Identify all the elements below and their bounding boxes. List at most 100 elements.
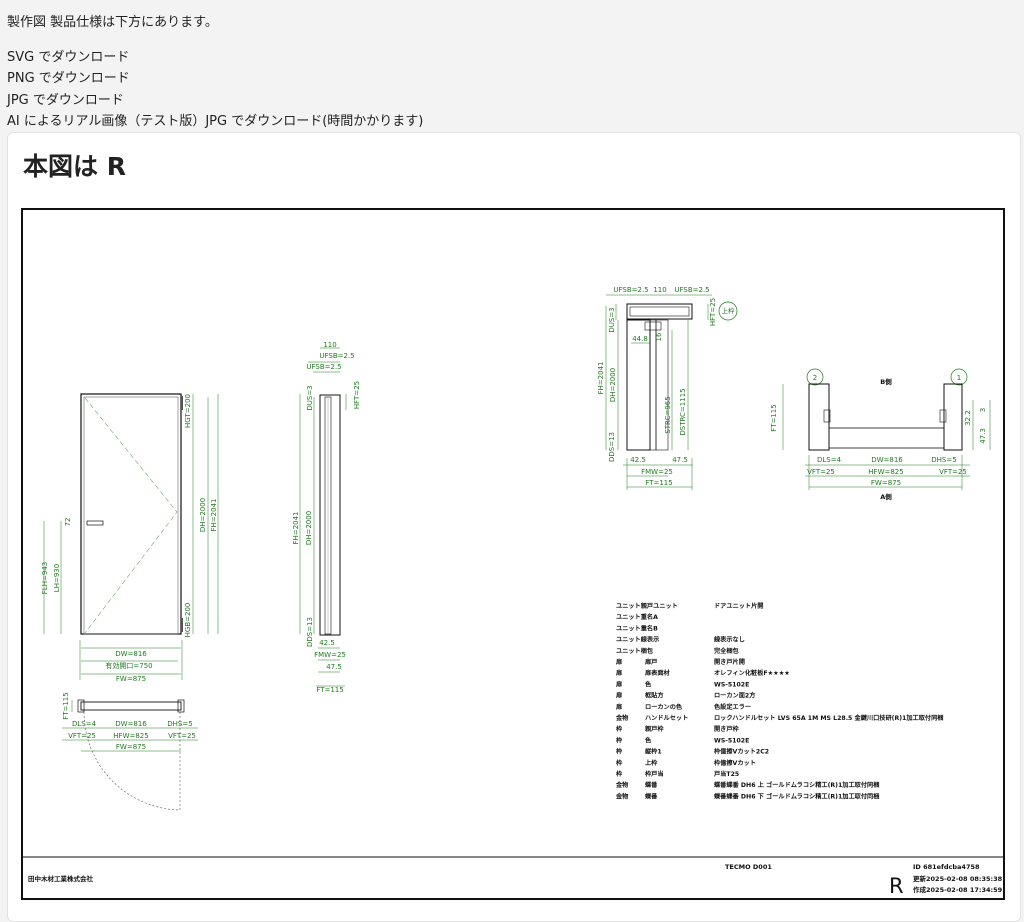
dim-dls: DLS=4: [817, 456, 842, 464]
spec-cell-c3: 開き戸片開: [714, 658, 745, 666]
spec-cell-c2: 蝶番: [645, 792, 658, 800]
spec-cell-c2: 色: [645, 736, 652, 744]
dim-dw: DW=816: [115, 720, 147, 728]
dim-vft1: VFT=25: [68, 732, 96, 740]
label-b-side: B側: [880, 377, 892, 386]
spec-cell-c1: ユニット梱包: [616, 647, 654, 655]
door-swing-arc: [83, 711, 181, 811]
title-block: 田中木材工業株式会社 TECMO D001 R ID 681efdcba4758…: [28, 863, 1003, 898]
dim-dus: DUS=3: [608, 307, 616, 332]
spec-cell-c3: 枠億擦Vカット: [713, 759, 756, 767]
dim-dus: DUS=3: [306, 385, 314, 410]
card-title: 本図は R: [23, 152, 126, 181]
callout-top: [718, 301, 738, 321]
dim-hft: HFT=25: [353, 381, 361, 409]
spec-cell-c1: 金物: [615, 781, 629, 789]
callout-2-num: 2: [813, 374, 817, 382]
spec-cell-c3: ローカン面2方: [714, 692, 755, 700]
model-name: TECMO D001: [725, 863, 772, 871]
spec-cell-c2: 縦枠1: [645, 748, 662, 756]
spec-cell-c1: 金物: [615, 792, 629, 800]
dim-hft: HFT=25: [709, 298, 717, 326]
spec-cell-c3: 完全梱包: [714, 647, 740, 655]
dim-vft2: VFT=25: [939, 468, 967, 476]
spec-cell-c2: 蝶番: [645, 781, 658, 789]
dim-dstrc: DSTRC=1115: [679, 388, 687, 435]
dim-16: 16: [655, 332, 663, 341]
dim-hfw: HFW=825: [868, 468, 903, 476]
plan-frame: [80, 701, 182, 711]
spec-cell-c3: ドアユニット片開: [714, 602, 764, 610]
spec-cell-c3: 蝶番蝶番 DH6 上 ゴールドムラコシ精工(R)1加工取付同梱: [714, 781, 879, 789]
callout-1: [950, 368, 968, 386]
detail-section-view: 上枠 UFSB=2.5 110 UFSB=2.5 HFT=25 DUS=3 44…: [597, 286, 738, 490]
spec-cell-c1: 扉: [615, 703, 622, 711]
dim-vft1: VFT=25: [807, 468, 835, 476]
spec-cell-c1: 枠: [615, 725, 623, 733]
intro-text: 製作図 製品仕様は下方にあります。: [7, 15, 218, 30]
spec-cell-c1: ユニット親戸ユニット: [616, 602, 678, 610]
dim-hfw: HFW=825: [113, 732, 148, 740]
dim-dds: DDS=13: [608, 432, 616, 462]
dim-ft: FT=115: [770, 404, 778, 431]
callout-1-num: 1: [957, 374, 961, 382]
spec-cell-c2: ローカンの色: [645, 703, 683, 711]
spec-cell-c2: 色: [645, 680, 652, 688]
download-jpg-link[interactable]: JPG でダウンロード: [7, 93, 124, 108]
spec-cell-c1: 枠: [615, 770, 623, 778]
door-leaf-plan: [828, 427, 945, 449]
spec-cell-c1: 枠: [615, 759, 623, 767]
dim-dhs: DHS=5: [931, 456, 956, 464]
dim-dh: DH=2000: [199, 498, 207, 532]
spec-cell-c3: 色設定エラー: [714, 703, 751, 711]
dim-448: 44.8: [632, 335, 648, 343]
spec-cell-c3: オレフィン化粧板F★★★★: [714, 669, 790, 677]
dim-fw: FW=875: [871, 479, 901, 487]
company-name: 田中木材工業株式会社: [28, 874, 94, 883]
dim-dh: DH=2000: [609, 368, 617, 402]
dim-ufsb1: UFSB=2.5: [319, 352, 354, 360]
download-ai-jpg-link[interactable]: AI によるリアル画像（テスト版）JPG でダウンロード(時間かかります): [7, 114, 424, 129]
download-png-link[interactable]: PNG でダウンロード: [7, 71, 130, 86]
dim-72: 72: [64, 518, 72, 527]
dim-425: 42.5: [630, 456, 646, 464]
dim-110: 110: [653, 286, 666, 294]
spec-cell-c3: 開き戸枠: [714, 725, 740, 733]
spec-cell-c2: 上枠: [645, 759, 658, 767]
door-leaf-outline: [83, 396, 179, 635]
dim-fw: FW=875: [116, 743, 146, 751]
dim-fh: FH=2041: [210, 499, 218, 532]
spec-cell-c1: ユニット重名B: [616, 624, 658, 632]
dim-ft: FT=115: [62, 692, 70, 719]
spec-cell-c1: 枠: [615, 736, 623, 744]
dim-fmw: FMW=25: [314, 651, 346, 659]
door-swing-lines: [84, 397, 178, 634]
dim-ft: FT=115: [316, 686, 343, 694]
sheet-frame: [21, 208, 1005, 900]
dim-475: 47.5: [326, 663, 342, 671]
dim-dw: DW=816: [871, 456, 903, 464]
spec-cell-c2: 扉表面材: [644, 669, 671, 677]
download-svg-link[interactable]: SVG でダウンロード: [7, 50, 130, 65]
dim-flh: FLH=943: [41, 562, 49, 594]
dim-ufsb2: UFSB=2.5: [674, 286, 709, 294]
dim-110: 110: [323, 341, 336, 349]
side-view: 110 UFSB=2.5 UFSB=2.5 DUS=3 HFT=25 FH=20…: [292, 341, 361, 694]
spec-cell-c2: 親戸枠: [645, 725, 664, 733]
drawing-id: ID 681efdcba4758: [913, 863, 980, 871]
dim-fh: FH=2041: [292, 512, 300, 545]
plan-right-view: B側 2 1 FT=115 32.2 47.3 3 DLS=4 DW=816 D…: [770, 368, 991, 501]
dim-strc: STRC=965: [664, 396, 672, 433]
dim-hgb: HGB=200: [184, 603, 192, 638]
dim-ft: FT=115: [645, 479, 672, 487]
dim-lh: LH=930: [53, 564, 61, 592]
hand-letter: R: [889, 874, 904, 898]
dim-opening: 有効開口=750: [105, 661, 152, 670]
front-view: HGT=200 DH=2000 FH=2041 HGB=200 FLH=943 …: [41, 393, 219, 683]
dim-dhs: DHS=5: [167, 720, 192, 728]
plan-bottom-view: FT=115 DLS=4 DW=816 DHS=5 VFT=25 HFW=825…: [62, 692, 198, 811]
dim-dls: DLS=4: [72, 720, 97, 728]
head-section: [626, 303, 693, 320]
spec-table: ユニット親戸ユニットドアユニット片開ユニット重名Aユニット重名Bユニット線表示線…: [615, 602, 943, 800]
